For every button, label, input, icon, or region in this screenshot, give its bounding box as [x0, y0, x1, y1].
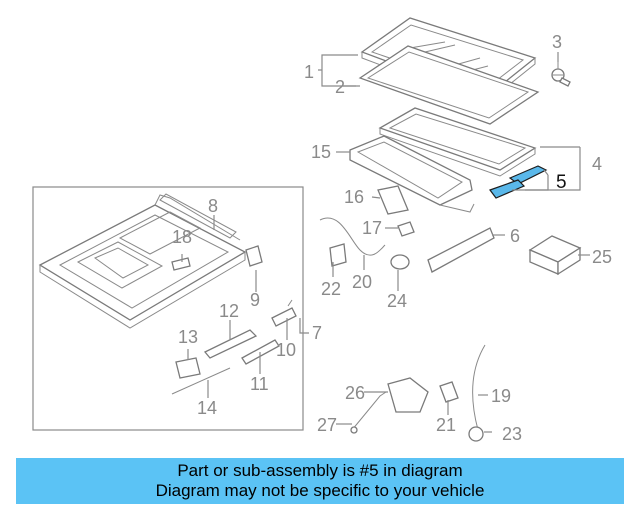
part-12-cable[interactable]	[203, 329, 258, 359]
part-27-link[interactable]	[350, 391, 387, 434]
label-8: 8	[208, 196, 218, 216]
part-25-control-module[interactable]	[528, 235, 582, 276]
part-7-assembly-box	[32, 186, 304, 431]
part-18-clip[interactable]	[171, 257, 191, 271]
banner-line-2: Diagram may not be specific to your vehi…	[155, 481, 485, 500]
banner-line-1: Part or sub-assembly is #5 in diagram	[177, 461, 463, 480]
label-11: 11	[250, 374, 269, 394]
part-16-pad[interactable]	[377, 185, 409, 215]
leader-lines	[181, 52, 590, 433]
label-5-highlighted: 5	[556, 172, 567, 193]
label-27: 27	[317, 415, 337, 435]
part-6-deflector[interactable]	[427, 227, 495, 273]
part-10-guide[interactable]	[271, 299, 297, 327]
part-24-grommet[interactable]	[390, 254, 410, 270]
label-26: 26	[345, 383, 365, 403]
part-14-drive-cable[interactable]	[171, 367, 231, 395]
sunroof-housing[interactable]	[38, 194, 247, 329]
label-3: 3	[552, 32, 562, 52]
part-23-grommet[interactable]	[468, 426, 484, 442]
part-labels: 1 2 3 4 5 6 7 8 9 10 11 12 13 14 15 16 1…	[172, 32, 612, 444]
part-8-rail[interactable]	[159, 193, 237, 239]
label-18: 18	[172, 227, 192, 247]
part-5-highlighted[interactable]	[489, 165, 548, 199]
label-17: 17	[362, 218, 382, 238]
part-9-bracket[interactable]	[245, 245, 263, 267]
label-16: 16	[344, 187, 364, 207]
part-3-bolt[interactable]	[551, 58, 571, 87]
label-19: 19	[491, 386, 511, 406]
part-21-bracket[interactable]	[439, 381, 459, 403]
label-12: 12	[219, 301, 239, 321]
label-9: 9	[250, 290, 260, 310]
label-13: 13	[178, 327, 198, 347]
part-2-weatherstrip[interactable]	[358, 45, 540, 125]
part-15-drain-seal[interactable]	[349, 135, 475, 213]
label-20: 20	[352, 272, 372, 292]
part-19-drain-hose[interactable]	[472, 344, 486, 431]
label-7: 7	[312, 323, 322, 343]
label-6: 6	[510, 226, 520, 246]
part-20-drain-hose[interactable]	[319, 217, 386, 256]
label-24: 24	[387, 291, 407, 311]
label-23: 23	[502, 424, 522, 444]
part-26-motor[interactable]	[387, 377, 429, 413]
label-10: 10	[276, 340, 296, 360]
part-17-clip[interactable]	[397, 221, 415, 237]
label-1: 1	[304, 62, 314, 82]
label-14: 14	[197, 398, 217, 418]
label-22: 22	[321, 279, 341, 299]
info-banner: Part or sub-assembly is #5 in diagram Di…	[16, 458, 624, 504]
part-4-sunshade-frame[interactable]	[378, 107, 537, 177]
label-21: 21	[436, 415, 456, 435]
part-22-clamp[interactable]	[329, 243, 347, 267]
label-15: 15	[311, 142, 331, 162]
label-25: 25	[592, 247, 612, 267]
part-13-motor-bracket[interactable]	[175, 357, 201, 379]
label-4: 4	[592, 154, 602, 174]
label-2: 2	[335, 77, 345, 97]
